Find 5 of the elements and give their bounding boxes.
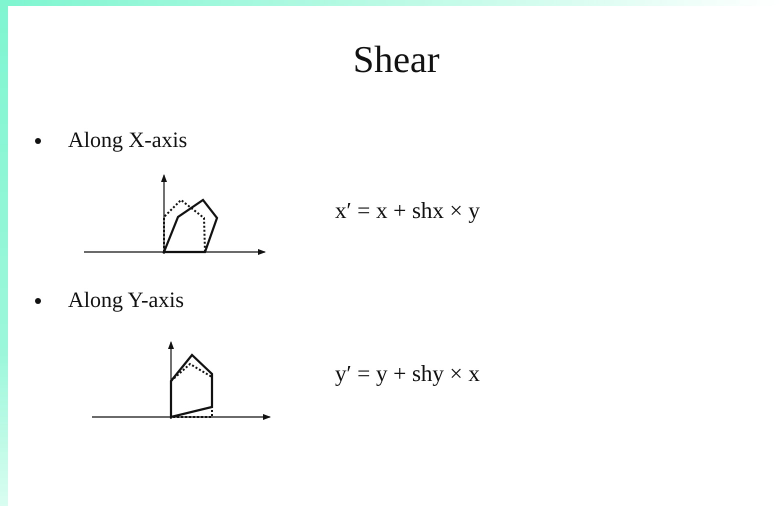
bullet-text: Along Y-axis — [68, 287, 184, 313]
formula: y′ = y + shy × x — [335, 361, 480, 387]
bullet-text: Along X-axis — [68, 127, 188, 153]
formula: x′ = x + shx × y — [335, 198, 480, 224]
slide-title: Shear — [353, 38, 440, 82]
